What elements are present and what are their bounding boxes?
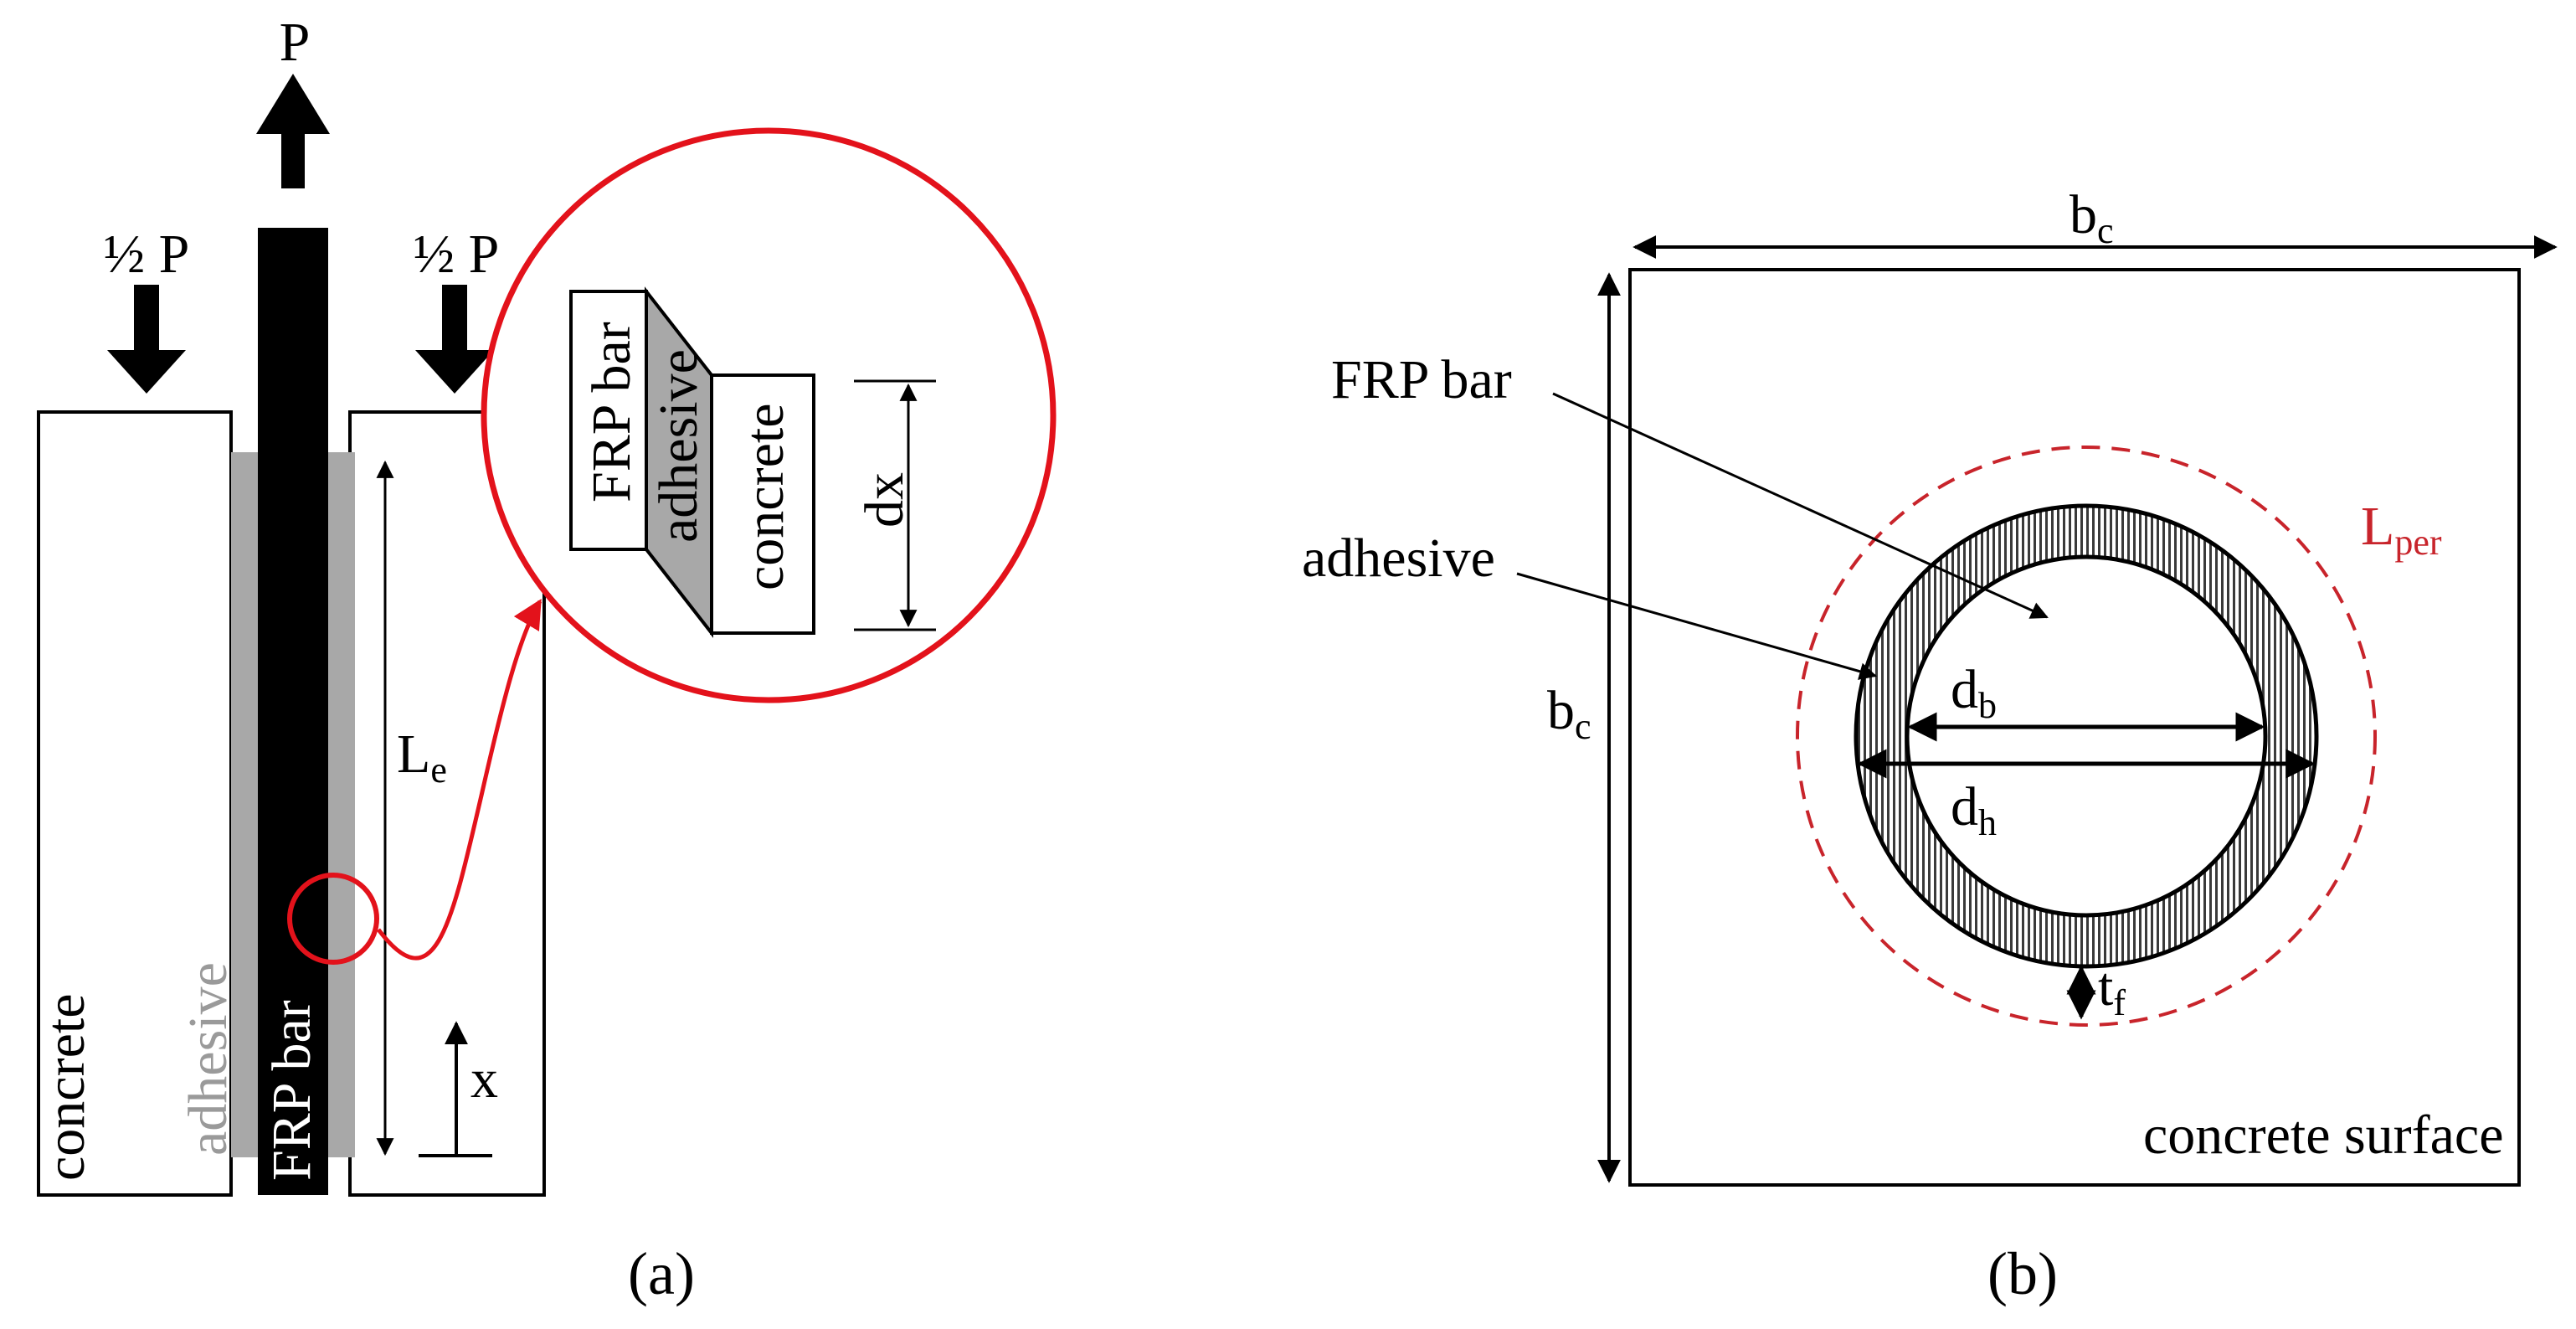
caption-a: (a) <box>628 1240 695 1307</box>
bc-width-label: bc <box>2070 184 2114 251</box>
perimeter-label: Lper <box>2361 496 2442 563</box>
pull-arrow-icon <box>256 74 330 188</box>
tf-label: tf <box>2098 956 2126 1023</box>
push-arrow-left-icon <box>107 285 186 394</box>
bc-height-label: bc <box>1547 680 1591 747</box>
dx-label: dx <box>854 472 915 528</box>
panel-a: P ½ P ½ P Le x concrete adhesive FRP bar… <box>35 12 1057 1307</box>
concrete-block-left <box>37 410 233 1197</box>
x-axis-label: x <box>470 1048 498 1110</box>
detail-adhesive-label: adhesive <box>648 349 709 543</box>
detail-frp-bar <box>569 290 648 551</box>
frp-bar-label-b: FRP bar <box>1331 349 1512 410</box>
detail-concrete <box>710 373 815 635</box>
concrete-label-a: concrete <box>35 994 96 1182</box>
adhesive-label-b: adhesive <box>1302 528 1495 589</box>
load-half-p-left-label: ½ P <box>104 224 190 285</box>
detail-highlight-circle <box>287 873 379 965</box>
frp-bar-leader <box>1552 392 2049 619</box>
panel-b: bc bc Lper db dh tf FRP bar adhesive con… <box>1302 184 2558 1307</box>
push-arrow-right-icon <box>415 285 494 394</box>
frp-bar <box>258 228 328 1195</box>
load-p-label: P <box>280 12 311 73</box>
adhesive-layer-right <box>328 452 355 1157</box>
detail-frp-bar-label: FRP bar <box>581 322 642 502</box>
dh-label: dh <box>1951 776 1997 843</box>
adhesive-leader <box>1516 572 1878 680</box>
embed-length-label: Le <box>397 724 447 791</box>
adhesive-layer-left <box>231 452 258 1157</box>
detail-leader-line <box>377 598 542 961</box>
frp-bar-label-a: FRP bar <box>261 1000 322 1181</box>
frp-bar-section <box>1905 554 2268 918</box>
caption-b: (b) <box>1987 1240 2058 1307</box>
failure-perimeter-circle <box>1796 446 2377 1027</box>
load-half-p-right-label: ½ P <box>414 224 500 285</box>
db-label: db <box>1951 659 1997 726</box>
adhesive-label-a: adhesive <box>177 962 239 1156</box>
concrete-surface-label: concrete surface <box>2143 1105 2504 1166</box>
detail-concrete-label: concrete <box>734 404 795 591</box>
